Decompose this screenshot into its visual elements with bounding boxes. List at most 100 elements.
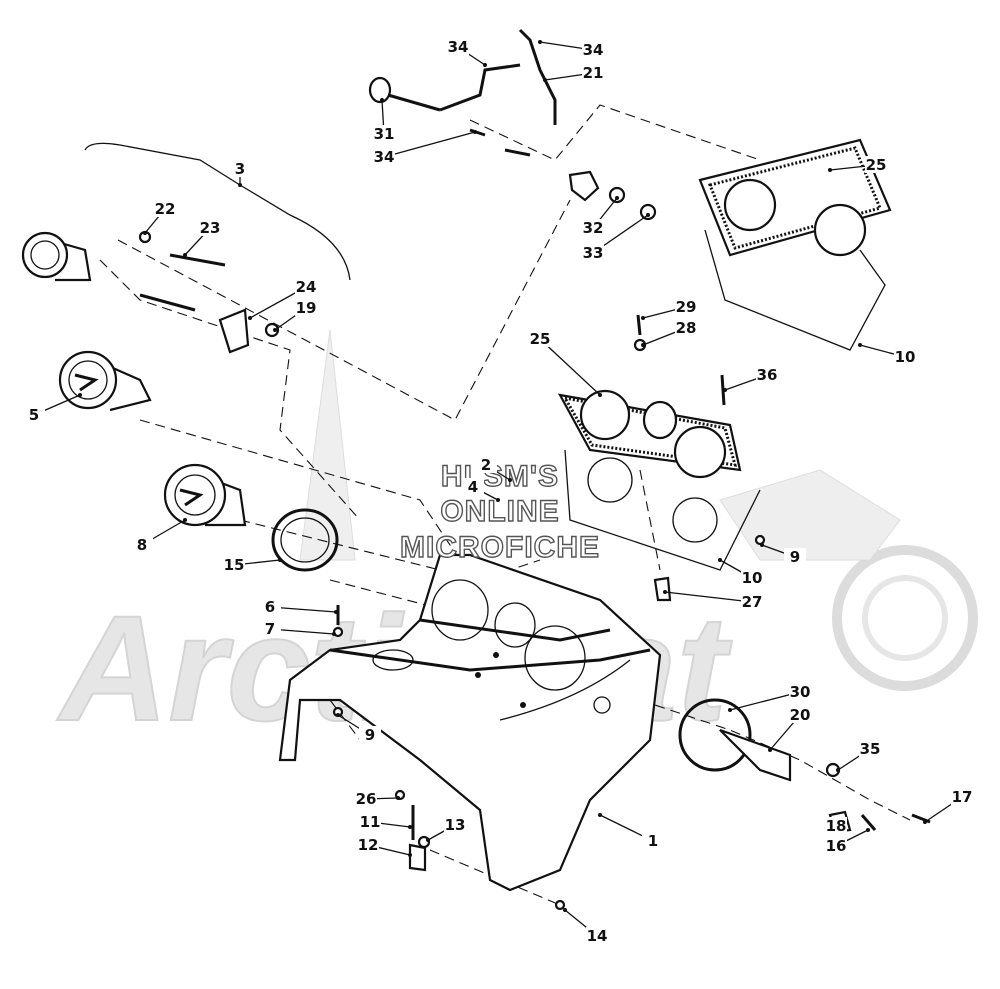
callout-number: 12 [358,836,379,854]
gauge-ring-15 [271,508,339,572]
callout-6: 6 [259,598,338,616]
callout-arrow-tip [598,813,602,817]
callout-34: 34 [373,130,477,166]
callout-label-background [582,64,604,81]
callout-arrow-tip [646,213,650,217]
gauge-bezel-lower [557,389,761,571]
gauge-3 [21,231,92,282]
callout-10: 10 [858,343,916,366]
callout-28: 28 [641,319,697,347]
callout-number: 2 [481,456,491,474]
callout-label-background [865,156,887,173]
callout-26: 26 [355,790,400,808]
callout-arrow-tip [483,63,487,67]
callout-20: 20 [768,706,811,752]
callout-10: 10 [718,558,763,587]
callout-label-background [373,125,395,142]
gauge-hole-center [494,602,536,648]
callout-number: 25 [530,330,551,348]
callout-4: 4 [462,478,500,502]
callout-label-background [582,219,604,236]
callout-leader-line [729,691,801,711]
callout-8: 8 [131,518,187,554]
callout-number: 8 [137,536,147,554]
callout-3: 3 [229,160,251,187]
callout-number: 11 [360,813,381,831]
callout-arrow-tip [538,40,542,44]
callout-number: 30 [790,683,811,701]
callout-number: 16 [826,837,847,855]
callout-label-background [373,148,395,165]
callout-number: 5 [29,406,39,424]
callout-11: 11 [359,813,412,831]
callout-36: 36 [723,366,778,392]
callout-arrow-tip [723,388,727,392]
callout-arrow-tip [836,768,840,772]
callout-label-background [23,406,45,423]
watermark-wheel-icon [832,545,978,691]
gauge-hole-left [431,579,489,641]
callout-22: 22 [143,200,176,235]
callout-number: 25 [866,156,887,174]
callout-label-background [475,456,497,473]
callout-number: 13 [445,816,466,834]
callout-7: 7 [259,620,336,638]
callout-arrow-tip [615,196,619,200]
callout-leader-line [539,338,601,396]
callout-arrow-tip [641,343,645,347]
callout-label-background [784,548,806,565]
callout-label-background [789,706,811,723]
callout-label-background [859,740,881,757]
callout-arrow-tip [332,632,336,636]
callout-33: 33 [582,213,650,262]
callout-label-background [756,366,778,383]
callout-number: 17 [952,788,973,806]
dash-panel [278,553,662,892]
callout-arrow-tip [408,853,412,857]
callout-14: 14 [563,908,608,945]
callout-leader-line [664,591,753,603]
callout-number: 10 [895,348,916,366]
callout-arrow-tip [336,713,340,717]
callout-label-background [357,836,379,853]
callout-32: 32 [582,196,619,237]
callout-arrow-tip [473,130,477,134]
watermark-line-3: MICROFICHE [400,531,600,564]
callout-1: 1 [598,813,664,850]
callout-label-background [444,816,466,833]
callout-arrow-tip [143,231,147,235]
callout-number: 10 [742,569,763,587]
callout-number: 26 [356,790,377,808]
callout-34: 34 [538,40,604,59]
gauge-wiring [138,230,280,354]
callout-number: 34 [374,148,395,166]
callout-label-background [131,536,153,553]
callout-arrow-tip [334,610,338,614]
callout-label-background [675,298,697,315]
callout-number: 35 [860,740,881,758]
callout-number: 22 [155,200,176,218]
callout-arrow-tip [183,518,187,522]
callout-arrow-tip [858,343,862,347]
callout-number: 7 [265,620,275,638]
callout-21: 21 [543,64,604,82]
callout-arrow-tip [78,393,82,397]
microfiche-watermark-text: HLSM'S ONLINE MICROFICHE [399,459,600,564]
callout-19: 19 [273,299,317,332]
callout-label-background [582,41,604,58]
callout-5: 5 [23,393,82,424]
callout-number: 29 [676,298,697,316]
callout-arrow-tip [248,316,252,320]
callout-35: 35 [836,740,881,772]
watermark-tower-icon [299,329,356,561]
callout-29: 29 [641,298,697,320]
callout-arrow-tip [183,253,187,257]
callout-label-background [462,478,484,495]
callout-34: 34 [447,38,487,67]
callout-arrow-tip [396,796,400,800]
callout-number: 4 [468,478,478,496]
callout-number: 3 [235,160,245,178]
callout-arrow-tip [718,558,722,562]
callout-13: 13 [426,816,466,842]
